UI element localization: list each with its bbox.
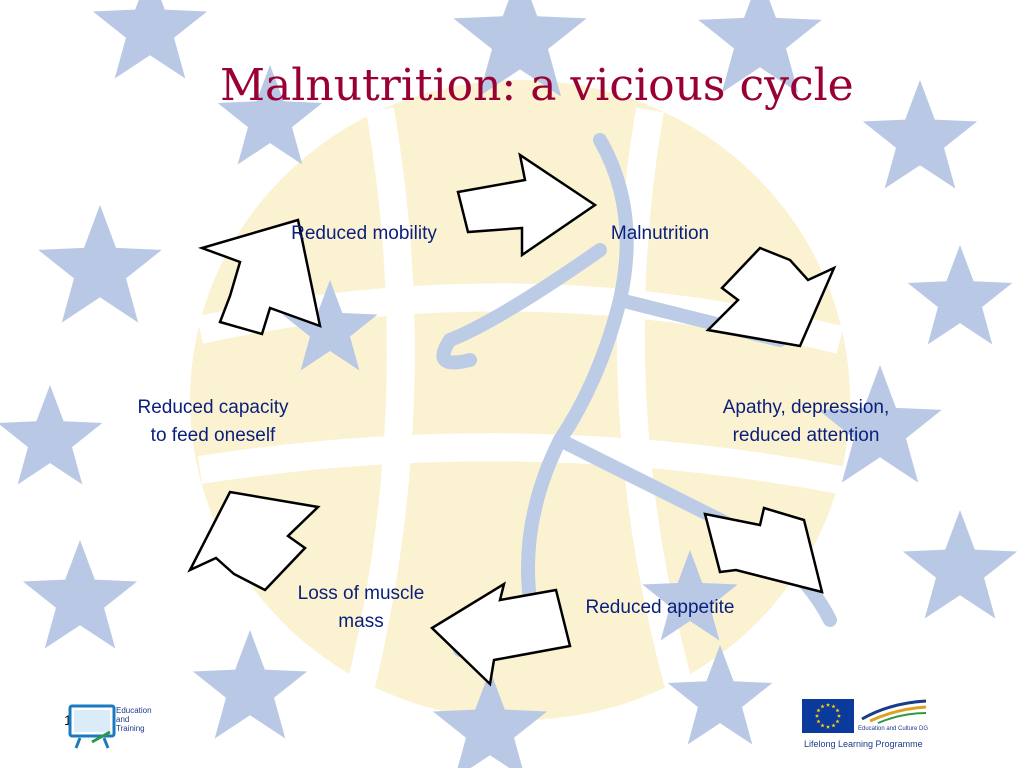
node-malnutrition: Malnutrition [594,220,726,248]
star-shape [0,385,103,485]
eu-star-shape [835,719,840,724]
node-reduced-appetite-label: Reduced appetite [585,597,735,618]
arrow-apathy-to-appetite [703,506,824,594]
dg-swoosh-icon [861,699,927,724]
eu-star-shape [836,713,842,718]
star-shape [453,0,587,97]
eu-star-shape [825,724,831,729]
node-reduced-mobility-label: Reduced mobility [291,223,437,244]
star-shape [902,510,1018,619]
eu-star-shape [820,723,825,728]
page-number: 1 [64,712,72,728]
education-training-logo-text: Education and Training [116,706,152,733]
eu-star-shape [814,713,820,718]
logo-left-line3: Training [116,724,145,733]
education-training-logo [68,704,116,749]
arrow-appetite-to-muscle [429,581,572,687]
eu-star-shape [816,719,821,724]
node-apathy-line2: reduced attention [732,425,880,446]
star-shape [698,0,822,93]
eu-stars-icon [814,702,842,729]
node-reduced-appetite: Reduced appetite [560,594,760,622]
logo-left-line2: and [116,715,130,724]
star-shape [907,245,1013,345]
node-capacity-line1: Reduced capacity [137,397,289,418]
node-reduced-mobility: Reduced mobility [266,220,462,248]
star-shape [192,630,308,739]
star-shape [38,205,162,323]
eu-star-shape [816,708,821,713]
node-apathy: Apathy, depression, reduced attention [690,394,922,450]
star-shape [22,540,138,649]
dg-label: Education and Culture DG [858,726,929,732]
star-shape [667,645,773,745]
eu-star-shape [831,723,836,728]
logo-left-line1: Education [116,706,152,715]
node-apathy-line1: Apathy, depression, [722,397,890,418]
node-muscle-line1: Loss of muscle [297,583,425,604]
node-malnutrition-label: Malnutrition [610,223,710,244]
arrow-muscle-to-capacity [187,490,321,592]
star-shape [282,280,378,371]
eu-flag-icon [802,699,854,733]
arrow-mobility-to-malnutrition [456,152,598,258]
star-shape [92,0,208,79]
star-shape [217,65,323,165]
star-shape [818,365,942,483]
eu-star-shape [825,702,831,707]
arrow-capacity-to-mobility [198,218,322,336]
eu-star-shape [820,704,825,709]
lifelong-learning-label: Lifelong Learning Programme [804,739,923,749]
node-capacity-line2: to feed oneself [150,425,276,446]
slide-title: Malnutrition: a vicious cycle [220,60,854,111]
star-shape [862,80,978,189]
star-shape [642,550,738,641]
star-shape [432,670,548,768]
node-muscle-line2: mass [338,611,384,632]
arrow-malnutrition-to-apathy [705,246,837,348]
eu-star-shape [835,708,840,713]
node-muscle-loss: Loss of muscle mass [270,580,452,636]
eu-star-shape [831,704,836,709]
node-reduced-capacity: Reduced capacity to feed oneself [106,394,320,450]
